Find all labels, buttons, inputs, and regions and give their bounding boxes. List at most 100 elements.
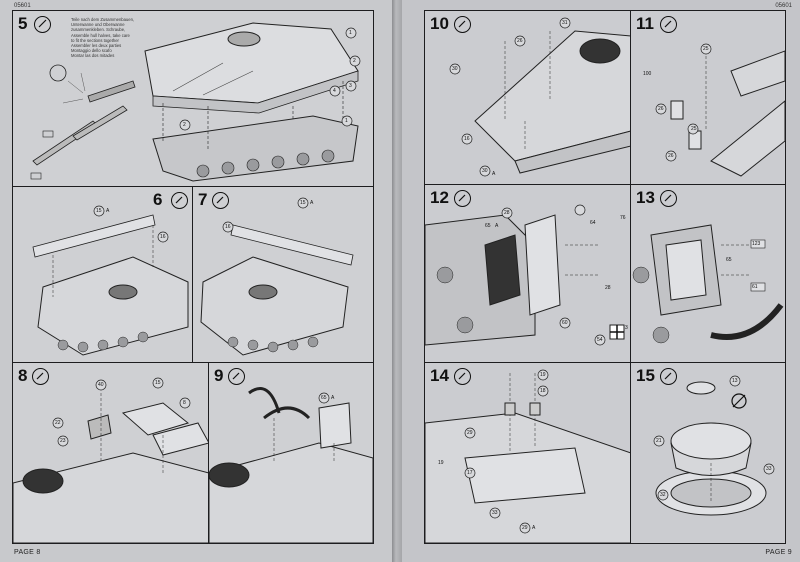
part-callout: 1 xyxy=(349,30,352,36)
part-callout: 16 xyxy=(225,224,231,230)
glue-tube-icon xyxy=(660,190,677,207)
step-10-panel: 10 26 31 30 16 30 A xyxy=(424,10,632,186)
part-callout: 54 xyxy=(597,337,603,343)
page-number: PAGE 9 xyxy=(765,549,792,556)
part-callout: A xyxy=(331,395,335,401)
part-callout: 4 xyxy=(333,88,336,94)
part-callout: 3 xyxy=(625,325,628,331)
part-callout: 15 xyxy=(155,380,161,386)
part-callout: 123 xyxy=(752,241,761,247)
step-13-panel: 13 123 61 65 xyxy=(630,184,786,364)
part-callout: 15 xyxy=(96,208,102,214)
step-11-panel: 11 25 26 25 100 26 xyxy=(630,10,786,186)
glue-tube-icon xyxy=(660,368,677,385)
left-page: 05601 5 Teile nach dem Zusammenbauen, Un… xyxy=(0,0,392,562)
step-6-panel: 6 15 16 A xyxy=(12,186,194,364)
part-callout: 60 xyxy=(562,320,568,326)
glue-tube-icon xyxy=(454,190,471,207)
hull-side-detail-drawing xyxy=(655,43,785,177)
step-12-panel: 12 28 65 A 64 76 28 60 54 3 xyxy=(424,184,632,364)
part-callout: 30 xyxy=(482,168,488,174)
part-callout: 19 xyxy=(438,460,444,466)
part-callout: 18 xyxy=(540,388,546,394)
step-14-panel: 14 19 18 29 17 19 33 29 A xyxy=(424,362,632,544)
part-callout: 32 xyxy=(660,492,666,498)
part-callout: 61 xyxy=(752,284,758,290)
part-callout: 31 xyxy=(562,20,568,26)
engine-deck-hatches-drawing xyxy=(13,377,209,543)
glue-tube-icon xyxy=(660,16,677,33)
part-callout: 30 xyxy=(452,66,458,72)
glue-tube-icon xyxy=(171,192,188,209)
step-7-panel: 7 15 16 A xyxy=(192,186,374,364)
step-8-panel: 8 40 15 8 22 23 xyxy=(12,362,210,544)
glue-tube-icon xyxy=(212,192,229,209)
page-code: 05601 xyxy=(775,3,792,9)
part-callout: 28 xyxy=(605,285,611,291)
right-page: 05601 10 26 31 30 16 30 A 11 xyxy=(402,0,800,562)
step-number: 11 xyxy=(636,14,654,33)
step-5-panel: 5 Teile nach dem Zusammenbauen, Unterwan… xyxy=(12,10,374,188)
hull-front-drawing xyxy=(449,17,631,177)
step-number: 9 xyxy=(214,366,224,385)
step-number: 14 xyxy=(430,366,449,385)
part-callout: A xyxy=(495,223,499,229)
step-number: 5 xyxy=(18,14,28,33)
page-code: 05601 xyxy=(14,3,31,9)
part-callout: 22 xyxy=(55,420,61,426)
book-gutter xyxy=(392,0,402,562)
part-callout: 64 xyxy=(590,220,596,226)
part-callout: 28 xyxy=(504,210,510,216)
rear-hull-drawing xyxy=(425,204,625,346)
part-callout: 1 xyxy=(345,118,348,124)
part-callout: 16 xyxy=(160,234,166,240)
glue-tube-icon xyxy=(32,368,49,385)
part-callout: 23 xyxy=(60,438,66,444)
instruction-notes: Teile nach dem Zusammenbauen, Unterwanne… xyxy=(71,17,135,59)
part-callout: 21 xyxy=(656,438,662,444)
part-callout: A xyxy=(106,208,110,214)
step-number: 12 xyxy=(430,188,449,207)
part-callout: 25 xyxy=(703,46,709,52)
step-number: 6 xyxy=(153,190,163,209)
part-callout: 25 xyxy=(691,126,697,132)
part-callout: 65 xyxy=(485,223,491,229)
part-callout: 33 xyxy=(492,510,498,516)
hull-side-skirts-drawing xyxy=(200,197,354,356)
hull-rails-drawing xyxy=(209,387,373,543)
part-callout: 26 xyxy=(668,153,674,159)
glue-tube-icon xyxy=(228,368,245,385)
part-callout: 33 xyxy=(766,466,772,472)
part-callout: 16 xyxy=(464,136,470,142)
part-callout: 40 xyxy=(98,382,104,388)
track-fitting-drawing xyxy=(632,224,784,344)
part-callout: 29 xyxy=(522,525,528,531)
turret-ring-drawing xyxy=(653,375,775,516)
part-callout: 3 xyxy=(349,83,352,89)
part-callout: 13 xyxy=(732,378,738,384)
part-callout: 100 xyxy=(643,71,652,77)
step-number: 15 xyxy=(636,366,655,385)
part-callout: 76 xyxy=(620,215,626,221)
rear-lights-drawing xyxy=(425,369,631,543)
part-callout: 2 xyxy=(183,122,186,128)
part-callout: A xyxy=(532,525,536,531)
step-number: 7 xyxy=(198,190,208,209)
glue-tube-icon xyxy=(454,16,471,33)
part-callout: 8 xyxy=(183,400,186,406)
glue-tube-icon xyxy=(454,368,471,385)
part-callout: 19 xyxy=(540,372,546,378)
step-9-panel: 9 65 A xyxy=(208,362,374,544)
part-callout: 29 xyxy=(467,430,473,436)
part-callout: A xyxy=(310,200,314,206)
part-callout: 17 xyxy=(467,470,473,476)
part-callout: 2 xyxy=(353,58,356,64)
step-number: 13 xyxy=(636,188,655,207)
part-callout: 26 xyxy=(658,106,664,112)
step-number: 10 xyxy=(430,14,449,33)
step-number: 8 xyxy=(18,366,28,385)
part-callout: 26 xyxy=(517,38,523,44)
glue-tube-icon xyxy=(34,16,51,33)
part-callout: 15 xyxy=(300,200,306,206)
step-15-panel: 15 13 21 33 32 xyxy=(630,362,786,544)
